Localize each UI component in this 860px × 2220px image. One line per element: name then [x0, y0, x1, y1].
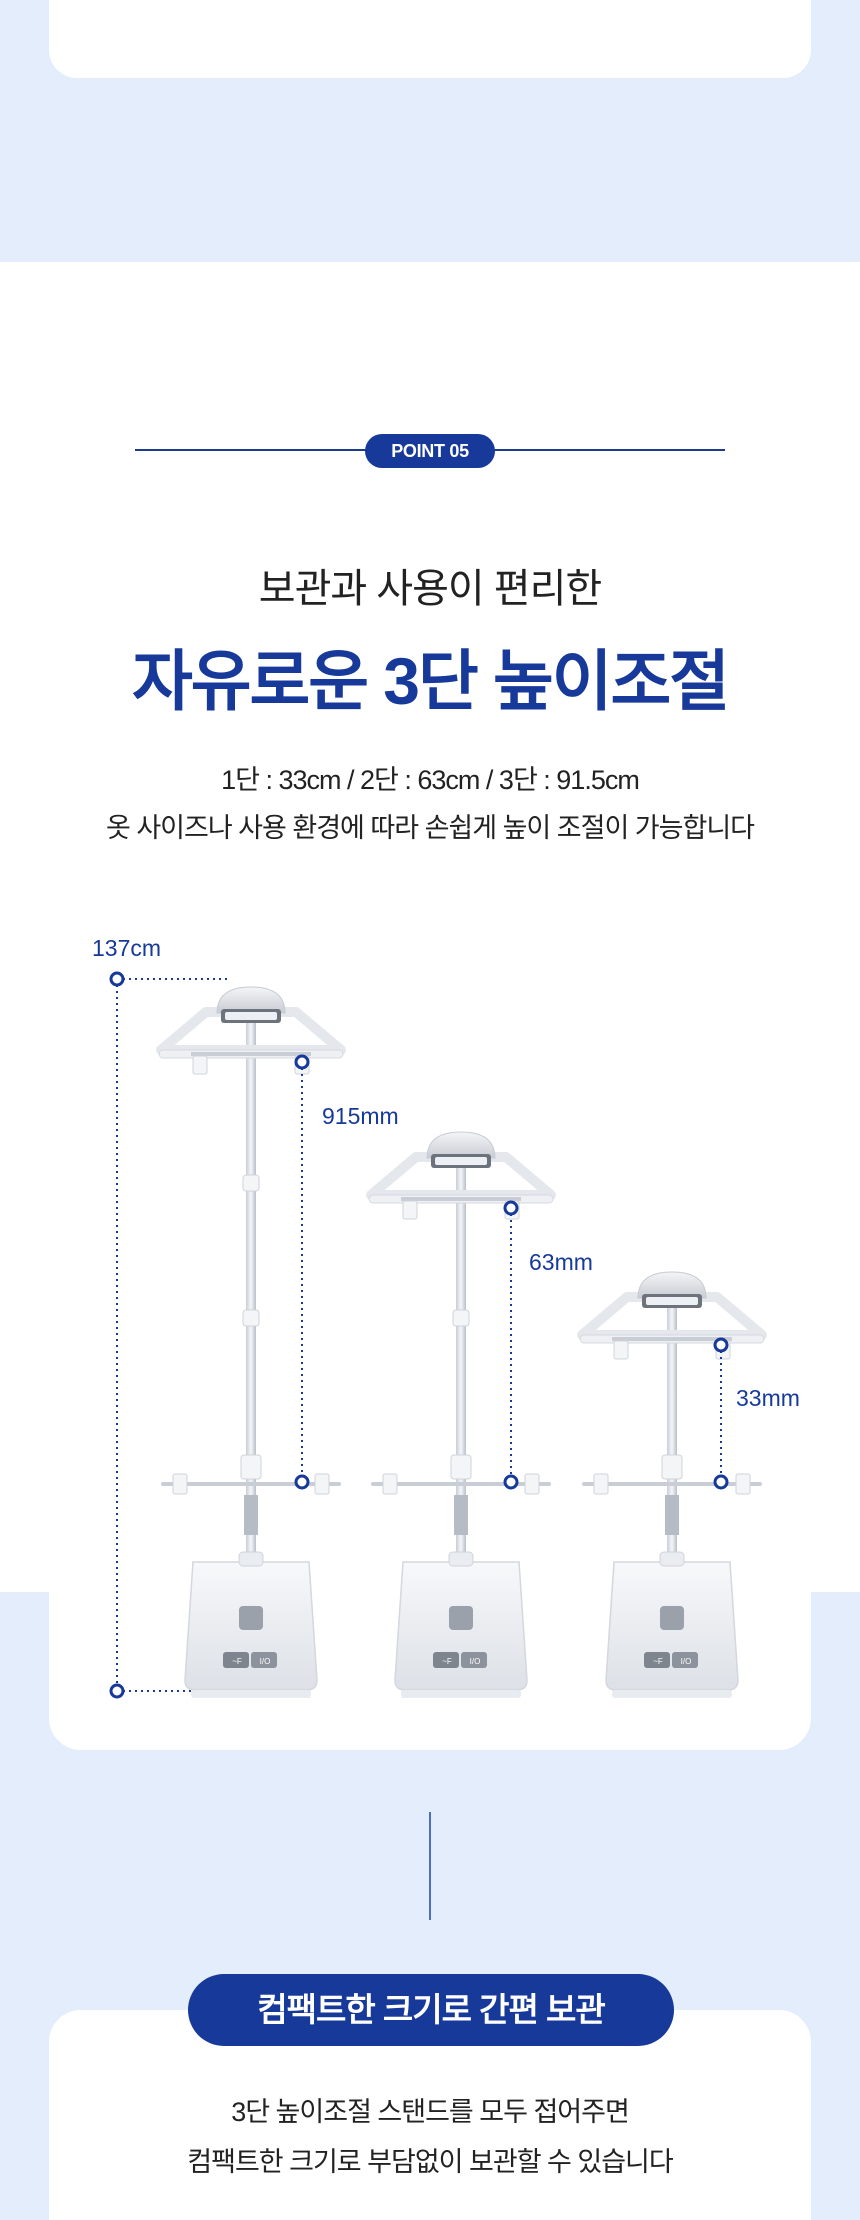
stand-small-dimension: 33mm	[713, 1337, 800, 1490]
stand-medium-dimension: 63mm	[503, 1200, 593, 1490]
stand-medium	[366, 1131, 556, 1699]
power-button-label: I/O	[681, 1657, 692, 1666]
point-badge-row: POINT 05	[135, 434, 725, 468]
compact-description-line1: 3단 높이조절 스탠드를 모두 접어주면	[231, 2097, 630, 2127]
stand-small	[577, 1271, 767, 1699]
section-divider-line	[429, 1812, 431, 1920]
height-description: 옷 사이즈나 사용 환경에 따라 손쉽게 높이 조절이 가능합니다	[105, 813, 755, 843]
compact-description-line2: 컴팩트한 크기로 부담없이 보관할 수 있습니다	[187, 2147, 673, 2177]
section-subtitle: 보관과 사용이 편리한	[258, 567, 602, 611]
power-button-label: I/O	[470, 1657, 481, 1666]
stand-large-dimension: 915mm	[294, 1054, 399, 1490]
stand-large-label: 915mm	[322, 1103, 399, 1129]
compact-storage-pill: 컴팩트한 크기로 간편 보관	[188, 1974, 674, 2046]
stand-large	[156, 986, 346, 1699]
stand-medium-label: 63mm	[529, 1249, 593, 1275]
steam-button-label: ~F	[442, 1657, 452, 1666]
height-spec-line: 1단 : 33cm / 2단 : 63cm / 3단 : 91.5cm	[221, 765, 640, 795]
steam-button-label: ~F	[653, 1657, 663, 1666]
stand-small-label: 33mm	[736, 1385, 800, 1411]
top-card	[49, 0, 811, 78]
point-badge: POINT 05	[365, 434, 495, 468]
total-height-label: 137cm	[92, 935, 161, 961]
section-title: 자유로운 3단 높이조절	[132, 644, 730, 718]
steam-button-label: ~F	[232, 1657, 242, 1666]
power-button-label: I/O	[260, 1657, 271, 1666]
steamer-stands-illustration: 137cm 915mm	[92, 935, 800, 1699]
